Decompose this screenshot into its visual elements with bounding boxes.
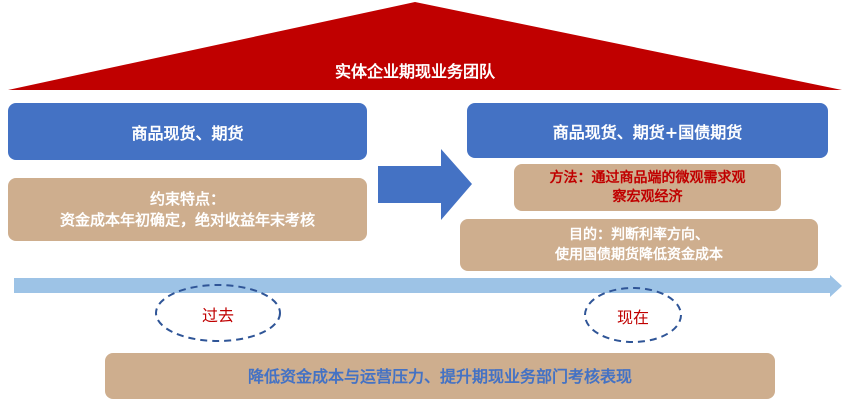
- method-line: 方法：通过商品端的微观需求观: [549, 169, 746, 186]
- goal-line: 目的：判断利率方向、: [569, 227, 709, 243]
- past-ellipse: [155, 284, 281, 342]
- roof-title: 实体企业期现业务团队: [334, 62, 495, 81]
- past-constraint-box: 约束特点： 资金成本年初确定，绝对收益年末考核: [8, 178, 367, 241]
- present-header-box: 商品现货、期货+国债期货: [467, 103, 828, 158]
- goal-box: 目的：判断利率方向、 使用国债期货降低资金成本: [460, 219, 818, 271]
- past-header-box: 商品现货、期货: [8, 103, 367, 160]
- transition-arrow: [378, 149, 472, 220]
- footer-text: 降低资金成本与运营压力、提升期现业务部门考核表现: [247, 366, 632, 386]
- method-line: 察宏观经济: [612, 188, 683, 205]
- past-header: 商品现货、期货: [131, 123, 244, 143]
- constraint-line: 约束特点：: [149, 189, 225, 208]
- past-label: 过去: [201, 306, 234, 325]
- footer-box: 降低资金成本与运营压力、提升期现业务部门考核表现: [105, 353, 775, 399]
- constraint-line: 资金成本年初确定，绝对收益年末考核: [59, 210, 315, 229]
- present-header: 商品现货、期货+国债期货: [552, 122, 743, 142]
- timeline-arrow: [14, 275, 842, 297]
- goal-line: 使用国债期货降低资金成本: [555, 247, 723, 263]
- roof-triangle: [8, 2, 842, 90]
- present-ellipse: [584, 287, 682, 343]
- method-box: 方法：通过商品端的微观需求观 察宏观经济: [514, 164, 781, 211]
- present-label: 现在: [616, 308, 649, 327]
